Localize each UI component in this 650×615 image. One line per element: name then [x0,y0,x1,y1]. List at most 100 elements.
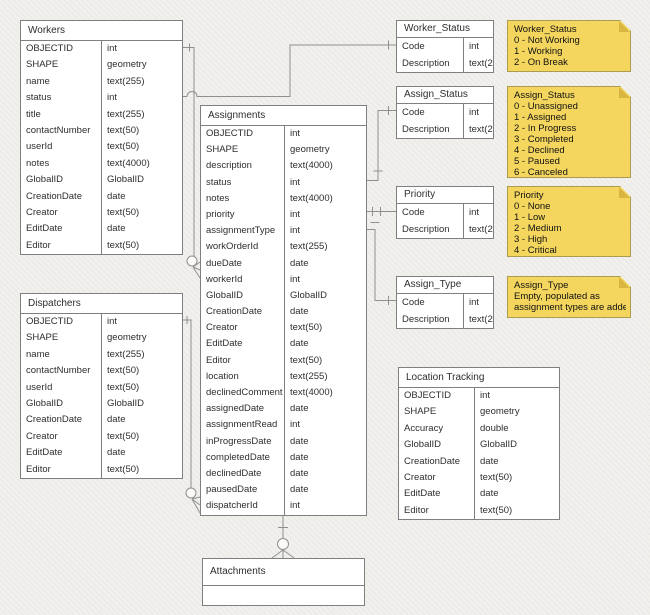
field-type: text(50) [474,502,559,520]
field-row: Creator text(50) [201,320,366,337]
field-type: text(50) [101,363,182,380]
entity-worker-status[interactable]: Worker_Status CodeintDescriptiontext(255… [396,20,494,73]
field-type: text(50) [101,122,182,140]
field-type: text(255) [101,73,182,91]
field-type: date [101,412,182,429]
field-type: text(255) [463,311,493,328]
field-type: date [284,465,366,483]
field-type: text(50) [101,237,182,255]
field-type: text(50) [284,320,366,337]
connector-workers-to-assignments-workerid[interactable] [183,43,201,279]
field-type: text(255) [463,121,493,138]
note-line: 0 - Not Working [514,35,580,46]
field-name: GlobalID [26,174,63,186]
entity-title: Attachments [203,559,364,586]
field-name: OBJECTID [206,128,253,139]
field-type: text(255) [101,346,182,364]
field-type: geometry [101,57,182,74]
field-name: Description [402,314,450,325]
note-line: 6 - Canceled [514,167,568,178]
field-type: date [101,221,182,238]
field-type: text(50) [101,139,182,156]
connector-workers-status-to-worker-status[interactable] [183,40,396,97]
field-name: userId [26,141,53,153]
field-name: Creator [206,322,238,334]
field-type: date [284,433,366,450]
field-name: CreationDate [26,190,82,202]
field-name: Accuracy [404,422,444,434]
entity-assign-status[interactable]: Assign_Status CodeintDescriptiontext(255… [396,86,494,139]
field-name: contactNumber [26,365,91,377]
entity-attachments[interactable]: Attachments [202,558,365,606]
field-type: int [284,174,366,191]
field-type: int [463,294,493,311]
entity-title: Worker_Status [397,21,493,38]
field-type: text(50) [101,428,182,446]
connector-assignments-to-attachments[interactable] [271,513,295,559]
field-type: geometry [284,142,366,159]
field-name: Editor [206,354,231,366]
entity-title: Dispatchers [21,294,182,314]
connector-assignments-priority-to-priority[interactable] [367,207,396,216]
field-name: workOrderId [206,241,259,253]
field-type: int [463,204,493,221]
connector-assignments-type-to-assign-type[interactable] [367,222,396,306]
note-line: 0 - None [514,201,551,212]
field-type: date [284,482,366,499]
field-row: notes text(4000) [21,155,182,173]
connector-assignments-status-to-assign-status[interactable] [367,106,396,181]
field-name: EditDate [206,338,243,350]
field-row: userId text(50) [21,139,182,156]
field-name: OBJECTID [404,390,451,401]
entity-title: Workers [21,21,182,41]
field-type: text(255) [284,239,366,256]
field-name: notes [26,157,50,169]
field-type: date [284,255,366,272]
field-type: text(4000) [101,155,182,173]
note-title: Worker_Status [514,24,577,35]
note-line: 3 - Completed [514,134,574,145]
field-name: CreationDate [206,306,262,318]
field-type: date [474,453,559,470]
connector-dispatchers-to-assignments-dispatcherid[interactable] [183,316,201,514]
note-line: Empty, populated as [514,291,600,302]
